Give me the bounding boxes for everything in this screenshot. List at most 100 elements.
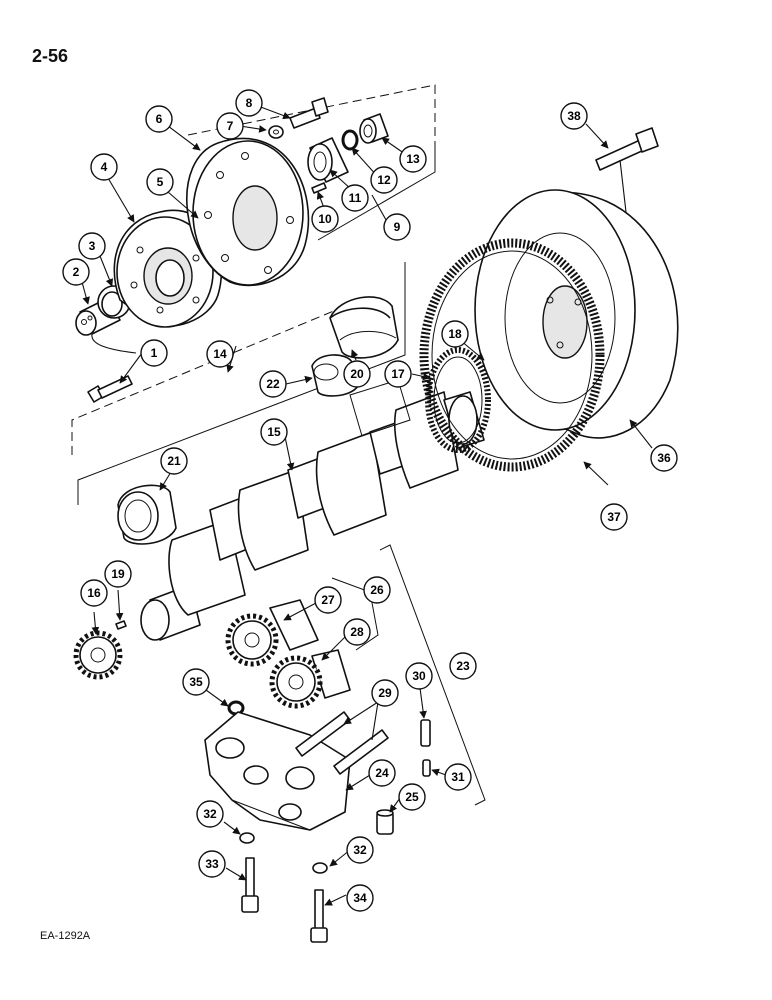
svg-text:1: 1 [151, 346, 158, 360]
group-bracket-23 [379, 544, 486, 806]
callout-15: 15 [260, 418, 288, 446]
callout-10: 10 [311, 205, 339, 233]
callout-7: 7 [216, 112, 244, 140]
part-38-bolt [595, 127, 659, 171]
svg-text:21: 21 [167, 454, 181, 468]
svg-text:2: 2 [73, 265, 80, 279]
svg-text:26: 26 [370, 583, 384, 597]
svg-text:37: 37 [607, 510, 621, 524]
svg-text:24: 24 [375, 766, 389, 780]
svg-text:12: 12 [377, 173, 391, 187]
callout-13: 13 [399, 145, 427, 173]
callout-4: 4 [90, 153, 118, 181]
callout-32b: 32 [346, 836, 374, 864]
svg-text:28: 28 [350, 625, 364, 639]
svg-text:36: 36 [657, 451, 671, 465]
svg-text:31: 31 [451, 770, 465, 784]
svg-text:20: 20 [350, 367, 364, 381]
svg-text:15: 15 [267, 425, 281, 439]
callout-34: 34 [346, 884, 374, 912]
callout-1: 1 [140, 339, 168, 367]
part-34-bolt [310, 889, 328, 943]
callout-29: 29 [371, 679, 399, 707]
callout-35: 35 [182, 668, 210, 696]
svg-text:6: 6 [156, 112, 163, 126]
callout-17: 17 [384, 360, 412, 388]
svg-text:23: 23 [456, 659, 470, 673]
svg-text:35: 35 [189, 675, 203, 689]
callout-2: 2 [62, 258, 90, 286]
svg-text:7: 7 [227, 119, 234, 133]
part-21-bearing [117, 484, 177, 545]
svg-text:22: 22 [266, 377, 280, 391]
part-11-seal [307, 137, 349, 183]
group-bracket-9 [187, 84, 436, 241]
callout-23: 23 [449, 652, 477, 680]
callout-11: 11 [341, 184, 369, 212]
part-7-washer [268, 125, 284, 139]
part-30-dowel [420, 719, 431, 747]
callout-36: 36 [650, 444, 678, 472]
callout-21: 21 [160, 447, 188, 475]
part-12-o-ring [341, 129, 359, 151]
svg-text:16: 16 [87, 586, 101, 600]
svg-text:5: 5 [157, 175, 164, 189]
svg-text:18: 18 [448, 327, 462, 341]
leader-lines [81, 105, 653, 906]
part-27-gear [225, 599, 319, 667]
svg-text:34: 34 [353, 891, 367, 905]
svg-text:27: 27 [321, 593, 335, 607]
part-13-sleeve [359, 113, 389, 144]
callout-24: 24 [368, 759, 396, 787]
callout-8: 8 [235, 89, 263, 117]
callout-33: 33 [198, 850, 226, 878]
callout-14: 14 [206, 340, 234, 368]
callout-27: 27 [314, 586, 342, 614]
callout-20: 20 [343, 360, 371, 388]
callout-26: 26 [363, 576, 391, 604]
callout-37: 37 [600, 503, 628, 531]
part-20-bearing [329, 296, 399, 359]
part-31-dowel [422, 759, 431, 777]
callout-18: 18 [441, 320, 469, 348]
callout-22: 22 [259, 370, 287, 398]
svg-text:14: 14 [213, 347, 227, 361]
callout-19: 19 [104, 560, 132, 588]
svg-text:10: 10 [318, 212, 332, 226]
part-37-ring-gear [419, 238, 605, 472]
part-33-bolt [241, 857, 259, 913]
callout-5: 5 [146, 168, 174, 196]
svg-text:11: 11 [349, 191, 362, 205]
svg-text:19: 19 [111, 567, 125, 581]
callout-12: 12 [370, 166, 398, 194]
part-16-gear [73, 630, 123, 680]
callout-31: 31 [444, 763, 472, 791]
page-number: 2-56 [32, 46, 69, 66]
part-10-key [311, 182, 327, 194]
svg-text:38: 38 [567, 109, 581, 123]
callout-38: 38 [560, 102, 588, 130]
svg-text:17: 17 [391, 367, 405, 381]
svg-text:32: 32 [203, 807, 217, 821]
svg-text:25: 25 [405, 790, 419, 804]
svg-text:30: 30 [412, 669, 426, 683]
callout-9: 9 [383, 213, 411, 241]
part-36-flywheel [474, 189, 679, 439]
svg-text:33: 33 [205, 857, 219, 871]
group-bracket-14 [71, 262, 406, 505]
callout-3: 3 [78, 232, 106, 260]
callout-6: 6 [145, 105, 173, 133]
drawing-code: EA-1292A [40, 930, 91, 942]
part-8-bolt [289, 97, 329, 129]
svg-text:9: 9 [394, 220, 401, 234]
part-32-washers [239, 832, 328, 874]
svg-text:29: 29 [378, 686, 392, 700]
part-28-gear [269, 649, 351, 709]
part-25-sleeve [376, 809, 394, 835]
svg-text:4: 4 [101, 160, 108, 174]
group-bracket-26 [331, 577, 379, 651]
callout-25: 25 [398, 783, 426, 811]
callout-16: 16 [80, 579, 108, 607]
callout-32a: 32 [196, 800, 224, 828]
